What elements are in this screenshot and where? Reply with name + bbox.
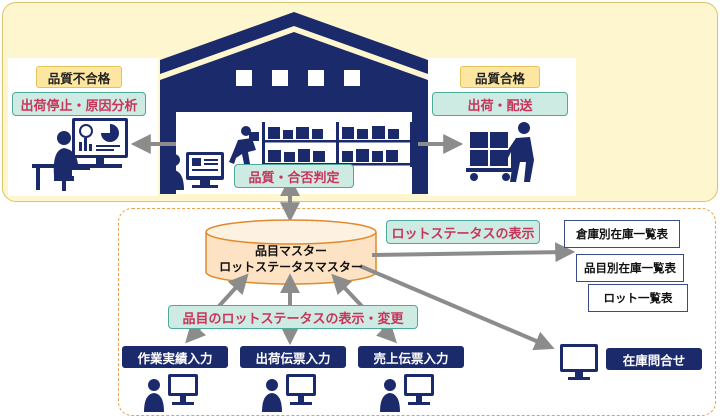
input-label-shipping-slip: 出荷伝票入力 — [240, 346, 346, 368]
report-by-warehouse: 倉庫別在庫一覧表 — [564, 220, 680, 248]
database-line-1: 品目マスター — [254, 244, 327, 258]
input-label-work-results: 作業実績入力 — [122, 346, 228, 368]
report-lot-list: ロット一覧表 — [588, 284, 688, 312]
report-by-item: 品目別在庫一覧表 — [576, 254, 684, 282]
accept-action: 出荷・配送 — [432, 92, 568, 116]
delivery-worker-icon — [466, 122, 534, 182]
reject-action: 出荷停止・原因分析 — [12, 92, 146, 116]
input-label-sales-slip: 売上伝票入力 — [358, 346, 464, 368]
warehouse-icon — [160, 12, 428, 194]
reject-title: 品質不合格 — [36, 66, 122, 88]
monitor-icon — [560, 344, 598, 380]
item-lot-status-label: 品目のロットステータスの表示・変更 — [168, 305, 418, 329]
input-terminal-icon-3 — [380, 374, 434, 412]
inventory-inquiry-label: 在庫問合せ — [606, 348, 702, 370]
database-line-2: ロットステータスマスター — [219, 260, 363, 274]
database-label: 品目マスター ロットステータスマスター — [206, 243, 376, 275]
input-terminal-icon-1 — [144, 374, 198, 412]
judgement-label: 品質・合否判定 — [234, 164, 354, 188]
analyst-icon — [32, 118, 128, 191]
master-database-icon — [205, 219, 377, 285]
lot-status-display-label: ロットステータスの表示 — [386, 220, 540, 244]
input-terminal-icon-2 — [262, 374, 316, 412]
inspector-pc-icon — [164, 152, 224, 190]
accept-title: 品質合格 — [460, 66, 540, 88]
